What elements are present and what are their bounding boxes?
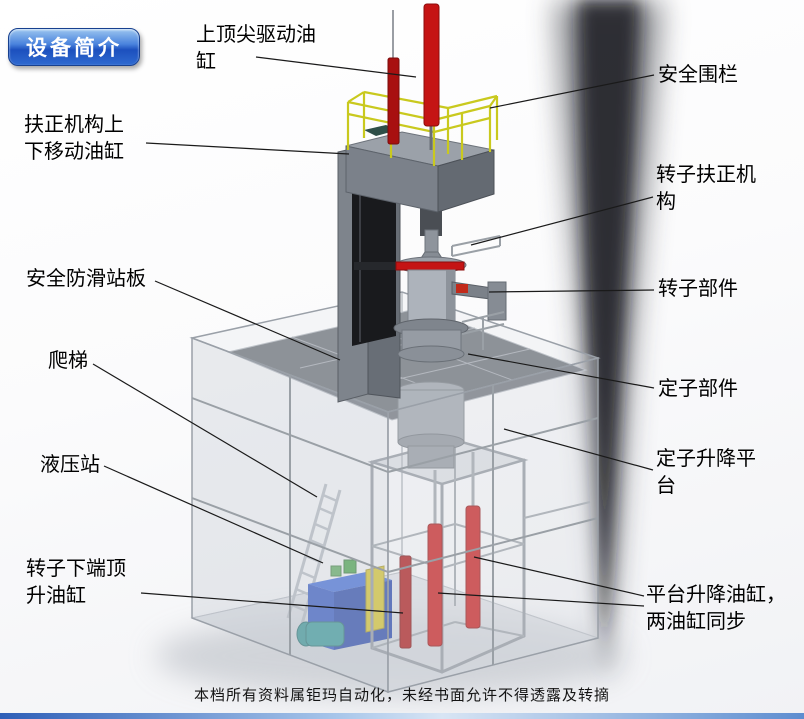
callout-platform-lift-cylinders: 平台升降油缸， 两油缸同步 (646, 584, 786, 633)
rotor-assembly-graphic (354, 229, 469, 363)
top-drive-cylinders (387, 3, 440, 150)
hydraulic-station-graphic (296, 559, 392, 650)
callout-rotor-centering-mechanism: 转子扶正机 构 (656, 164, 756, 213)
bottom-accent-bar (0, 713, 804, 719)
pit-enclosure (189, 291, 601, 694)
callout-safety-fence: 安全围栏 (658, 64, 738, 86)
main-top-cylinder (423, 3, 440, 127)
smoke-shadow (555, 0, 662, 690)
callout-stator-component: 定子部件 (658, 378, 738, 400)
callout-antislip-platform: 安全防滑站板 (26, 268, 146, 290)
callout-top-drive-cylinder: 上顶尖驱动油 缸 (196, 24, 316, 73)
callout-rotor-bottom-jack-cylinder: 转子下端顶 升油缸 (26, 558, 126, 607)
platform-cylinder-left (427, 523, 443, 647)
footer-disclaimer: 本档所有资料属钜玛自动化，未经书面允许不得透露及转摘 (193, 688, 610, 704)
stator-assembly (397, 381, 465, 469)
callout-centering-move-cylinder: 扶正机构上 下移动油缸 (24, 114, 124, 163)
head-box (345, 125, 495, 213)
title-badge: 设备简介 (8, 28, 140, 66)
title-badge-label: 设备简介 (26, 37, 122, 60)
platform-cylinder-right (465, 505, 481, 629)
callout-rotor-component: 转子部件 (658, 278, 738, 300)
rotor-centering-arm (451, 235, 507, 350)
callout-hydraulic-station: 液压站 (40, 454, 100, 476)
callout-stator-lift-platform: 定子升降平 台 (656, 448, 756, 497)
secondary-top-cylinder (387, 57, 400, 145)
callout-ladder: 爬梯 (48, 350, 88, 372)
press-column (337, 144, 442, 403)
lift-cylinders (399, 452, 481, 649)
rotor-jack-cylinder-graphic (399, 555, 412, 649)
